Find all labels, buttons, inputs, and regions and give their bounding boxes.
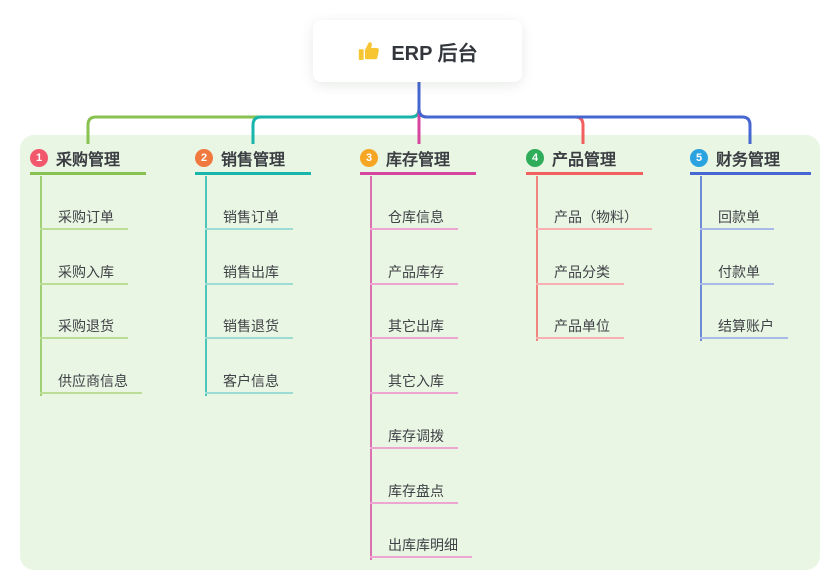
child-node[interactable]: 供应商信息 [40,359,142,394]
branch-topic-2[interactable]: 2 销售管理 [195,144,311,175]
child-node[interactable]: 仓库信息 [370,195,458,230]
child-node[interactable]: 付款单 [700,250,774,285]
child-node[interactable]: 库存盘点 [370,469,458,504]
branch-trunk-line [370,176,372,561]
child-node[interactable]: 库存调拨 [370,414,458,449]
branch-number-badge: 1 [30,149,48,167]
branch-topic-3[interactable]: 3 库存管理 [360,144,476,175]
thumbs-up-icon [359,42,380,60]
branch-number-badge: 2 [195,149,213,167]
branch-topic-label: 销售管理 [221,152,286,169]
branch-trunk-line [205,176,207,397]
child-node[interactable]: 销售出库 [205,250,293,285]
branch-number-badge: 4 [526,149,544,167]
branch-trunk-line [40,176,42,397]
branch-topic-label: 采购管理 [56,152,121,169]
branch-topic-label: 财务管理 [716,152,781,169]
child-node[interactable]: 销售订单 [205,195,293,230]
branch-topic-4[interactable]: 4 产品管理 [526,144,643,175]
root-node[interactable]: ERP 后台 [313,20,522,82]
branch-topic-1[interactable]: 1 采购管理 [30,144,146,175]
child-node[interactable]: 采购订单 [40,195,128,230]
child-node[interactable]: 产品库存 [370,250,458,285]
branch-number-badge: 5 [690,149,708,167]
child-node[interactable]: 产品分类 [536,250,624,285]
child-node[interactable]: 产品（物料） [536,195,652,230]
mindmap-panel [20,135,820,570]
child-node[interactable]: 出库库明细 [370,523,472,558]
branch-trunk-line [536,176,538,342]
child-node[interactable]: 其它出库 [370,304,458,339]
branch-trunk-line [700,176,702,342]
child-node[interactable]: 其它入库 [370,359,458,394]
child-node[interactable]: 产品单位 [536,304,624,339]
child-node[interactable]: 回款单 [700,195,774,230]
branch-topic-label: 库存管理 [386,152,451,169]
branch-number-badge: 3 [360,149,378,167]
child-node[interactable]: 采购退货 [40,304,128,339]
child-node[interactable]: 客户信息 [205,359,293,394]
branch-topic-5[interactable]: 5 财务管理 [690,144,811,175]
child-node[interactable]: 销售退货 [205,304,293,339]
root-title: ERP 后台 [391,42,478,65]
branch-topic-label: 产品管理 [552,152,617,169]
child-node[interactable]: 采购入库 [40,250,128,285]
child-node[interactable]: 结算账户 [700,304,788,339]
